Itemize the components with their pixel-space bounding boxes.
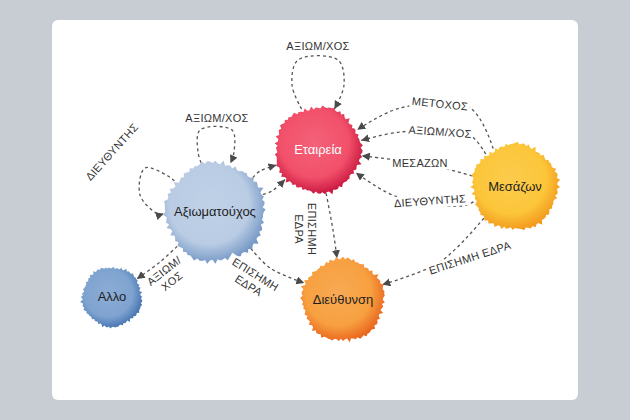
- blob-shape: [80, 267, 142, 329]
- edge-label: ΑΞΙΩΜ/ΧΟΣ: [284, 40, 351, 53]
- entity-blob: Διεύθυνση: [299, 256, 387, 344]
- node-label: Αλλο: [98, 290, 127, 305]
- node-label: Αξιωματούχος: [174, 205, 256, 220]
- relation-arrow: [326, 193, 337, 258]
- relation-arrow: [292, 56, 344, 109]
- edge-label: ΜΕΣΑΖΩΝ: [390, 157, 450, 170]
- relation-arrow: [253, 165, 277, 178]
- blob-shape: [163, 160, 265, 263]
- entity-blob: Μεσάζων: [469, 141, 561, 233]
- blob-shape: [300, 257, 385, 343]
- edge-label: ΕΠΙΣΗΜΗ ΕΔΡΑ: [292, 198, 317, 260]
- blob-shape: [275, 106, 363, 195]
- entity-blob: Εταιρεία: [272, 104, 364, 196]
- node-label: Εταιρεία: [294, 143, 342, 158]
- card-panel: [52, 20, 578, 400]
- relation-arrow: [357, 103, 493, 149]
- relation-arrow: [263, 179, 285, 194]
- blob-shape: [470, 142, 560, 231]
- node-label: Μεσάζων: [488, 180, 542, 195]
- relation-arrow: [197, 126, 235, 163]
- edge-label: ΑΞΙΩΜ/ΧΟΣ: [183, 112, 250, 125]
- entity-blob: Αξιωματούχος: [162, 159, 269, 266]
- entity-blob: Αλλο: [80, 265, 144, 329]
- relation-arrow: [362, 156, 472, 176]
- node-label: Διεύθυνση: [313, 293, 374, 308]
